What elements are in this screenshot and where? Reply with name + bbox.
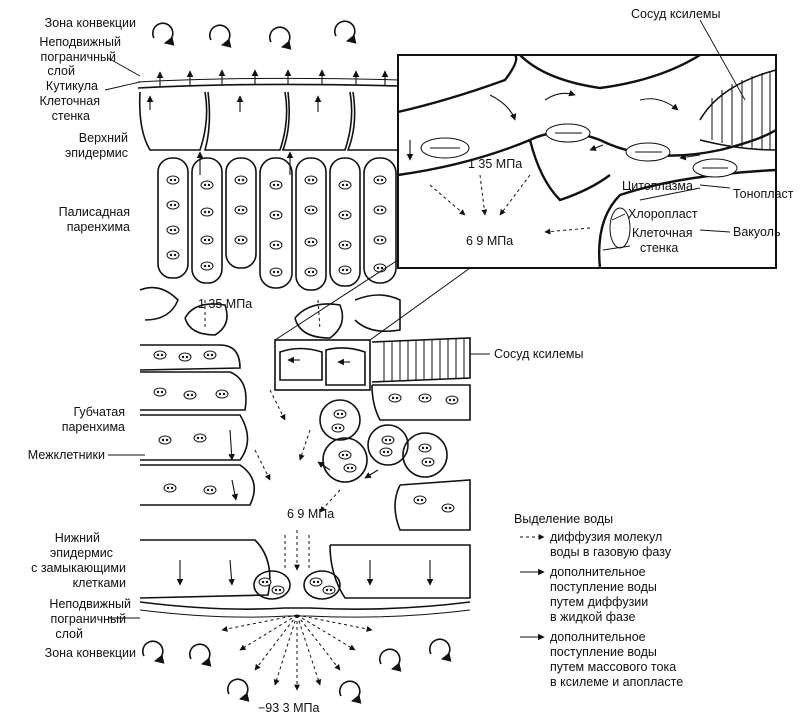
label-inset-cell-wall-2: стенка <box>640 241 678 255</box>
label-xylem-vessel-top: Сосуд ксилемы <box>631 7 721 21</box>
label-upper-epidermis-1: Верхний <box>79 131 128 145</box>
legend-item1-line1: диффузия молекул <box>550 530 662 544</box>
legend-title: Выделение воды <box>514 512 613 526</box>
legend-item2-line1: дополнительное <box>550 565 646 579</box>
label-boundary-bottom-1: Неподвижный <box>49 597 131 611</box>
label-boundary-top-1: Неподвижный <box>39 35 121 49</box>
label-inset-cell-wall-1: Клеточная <box>632 226 693 240</box>
pressure-labels: 1 35 МПа 1 35 МПа 6 9 МПа 6 9 МПа −93 3 … <box>198 157 522 715</box>
pressure-inset-bottom: 6 9 МПа <box>466 234 513 248</box>
label-lower-epidermis-1: Нижний <box>55 531 100 545</box>
pressure-air: −93 3 МПа <box>258 701 319 715</box>
stoma-diffusion-plume <box>221 530 373 691</box>
right-labels: Сосуд ксилемы Сосуд ксилемы Цитоплазма Т… <box>494 7 794 361</box>
label-cytoplasm: Цитоплазма <box>622 179 693 193</box>
convection-swirl <box>335 21 355 41</box>
convection-swirl <box>228 679 248 699</box>
legend-item2-line2: поступление воды <box>550 580 657 594</box>
label-cell-wall-2: стенка <box>52 109 90 123</box>
guard-cell-right <box>303 570 341 600</box>
label-intercellular: Межклетники <box>28 448 105 462</box>
cuticle-line <box>137 77 401 83</box>
label-upper-epidermis-2: эпидермис <box>65 146 128 160</box>
left-leaders <box>104 57 490 619</box>
inset-connector-left <box>274 259 399 341</box>
convection-zone-bottom <box>143 639 450 701</box>
label-vacuole: Вакуоль <box>733 225 780 239</box>
intercellular-diffusion <box>254 389 341 513</box>
left-labels: Зона конвекции Неподвижный пограничный с… <box>28 16 136 660</box>
inset-chloroplasts <box>420 123 738 249</box>
legend: Выделение воды диффузия молекул воды в г… <box>514 512 683 689</box>
legend-item3-line2: поступление воды <box>550 645 657 659</box>
inset-flow-arrows <box>406 89 701 235</box>
spongy-parenchyma-left <box>139 344 256 506</box>
convection-swirl <box>430 639 450 659</box>
pressure-leaf-mid: 1 35 МПа <box>198 297 252 311</box>
legend-item3-line3: путем массового тока <box>550 660 676 674</box>
boundary-arrows-top <box>156 69 389 86</box>
convection-zone-top <box>153 21 355 47</box>
convection-swirl <box>270 27 290 47</box>
label-spongy-1: Губчатая <box>73 405 125 419</box>
label-spongy-2: паренхима <box>62 420 125 434</box>
inset-connector-right <box>369 267 471 341</box>
convection-swirl <box>190 644 210 664</box>
xylem-vessel-mid <box>371 337 471 383</box>
label-boundary-bottom-3: слой <box>55 627 83 641</box>
legend-item3-line4: в ксилеме и апопласте <box>550 675 683 689</box>
label-boundary-bottom-2: пограничный <box>51 612 126 626</box>
label-lower-epidermis-2: эпидермис <box>50 546 113 560</box>
palisade-parenchyma <box>157 151 397 291</box>
pressure-inset-top: 1 35 МПа <box>468 157 522 171</box>
inset-source-box <box>274 339 371 391</box>
label-xylem-vessel-mid: Сосуд ксилемы <box>494 347 584 361</box>
palisade-lower-row <box>139 286 401 339</box>
legend-item1-line2: воды в газовую фазу <box>550 545 672 559</box>
label-palisade-2: паренхима <box>67 220 130 234</box>
legend-item2-line4: в жидкой фазе <box>550 610 635 624</box>
guard-cell-left <box>253 570 291 600</box>
label-convection-top: Зона конвекции <box>45 16 136 30</box>
legend-item2-line3: путем диффузии <box>550 595 648 609</box>
convection-swirl <box>153 23 173 43</box>
leaf-cross-section <box>137 69 471 691</box>
label-chloroplast: Хлоропласт <box>628 207 698 221</box>
label-boundary-top-3: слой <box>47 64 75 78</box>
convection-swirl <box>143 641 163 661</box>
label-tonoplast: Тонопласт <box>733 187 794 201</box>
convection-swirl <box>380 649 400 669</box>
convection-swirl <box>340 681 360 701</box>
upper-epidermis-cells <box>138 91 399 151</box>
inset-magnified <box>274 19 777 341</box>
convection-swirl <box>210 25 230 45</box>
legend-item3-line1: дополнительное <box>550 630 646 644</box>
label-lower-epidermis-3: с замыкающими <box>31 561 126 575</box>
label-lower-epidermis-4: клетками <box>73 576 126 590</box>
label-cell-wall-1: Клеточная <box>39 94 100 108</box>
inset-xylem-vessel <box>699 68 777 151</box>
label-cuticle: Кутикула <box>46 79 98 93</box>
spongy-parenchyma-right <box>317 384 471 531</box>
label-palisade-1: Палисадная <box>59 205 130 219</box>
upper-epidermis-outer <box>137 83 401 89</box>
inset-source-content <box>279 347 366 386</box>
label-convection-bottom: Зона конвекции <box>45 646 136 660</box>
pressure-stoma: 6 9 МПа <box>287 507 334 521</box>
lower-epidermis <box>139 539 471 618</box>
label-boundary-top-2: пограничный <box>41 50 116 64</box>
